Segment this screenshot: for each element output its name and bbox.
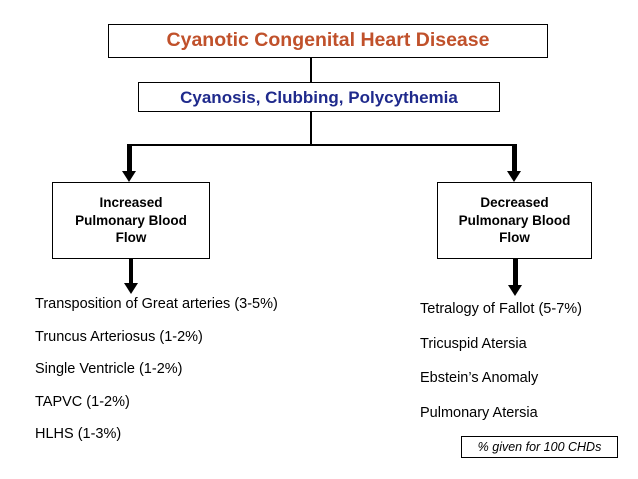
decreased-line-3: Flow bbox=[499, 230, 530, 246]
clinical-signs-box: Cyanosis, Clubbing, Polycythemia bbox=[138, 82, 500, 112]
arrow-head-to-left-list bbox=[123, 283, 138, 294]
arrow-shaft-to-left-list bbox=[128, 259, 133, 284]
title-box: Cyanotic Congenital Heart Disease bbox=[108, 24, 548, 58]
increased-line-2: Pulmonary Blood bbox=[75, 212, 187, 228]
arrow-shaft-to-increased bbox=[127, 144, 132, 172]
list-item: Tricuspid Atersia bbox=[420, 335, 527, 352]
list-item: Single Ventricle (1-2%) bbox=[35, 361, 183, 377]
increased-line-3: Flow bbox=[115, 230, 147, 246]
decreased-box-label: Decreased Pulmonary Blood Flow bbox=[455, 194, 575, 247]
list-item: Pulmonary Atersia bbox=[420, 404, 538, 421]
connector-signs-stem bbox=[310, 112, 312, 145]
list-item: TAPVC (1-2%) bbox=[35, 393, 130, 410]
page-title: Cyanotic Congenital Heart Disease bbox=[166, 29, 490, 52]
connector-title-to-signs bbox=[310, 57, 312, 83]
decreased-pulmonary-blood-flow-box: Decreased Pulmonary Blood Flow bbox=[437, 182, 592, 259]
decreased-flow-condition-list: Tetralogy of Fallot (5-7%) Tricuspid Ate… bbox=[420, 302, 630, 440]
increased-flow-condition-list: Transposition of Great arteries (3-5%) T… bbox=[35, 297, 335, 460]
increased-box-label: Increased Pulmonary Blood Flow bbox=[71, 194, 191, 247]
list-item: Truncus Arteriosus (1-2%) bbox=[35, 328, 203, 345]
increased-line-1: Increased bbox=[99, 194, 163, 210]
footnote-box: % given for 100 CHDs bbox=[461, 436, 618, 458]
decreased-line-1: Decreased bbox=[480, 194, 549, 210]
clinical-signs-label: Cyanosis, Clubbing, Polycythemia bbox=[180, 87, 458, 107]
arrow-shaft-to-decreased bbox=[512, 144, 517, 172]
arrow-head-to-decreased bbox=[507, 171, 522, 182]
list-item: HLHS (1-3%) bbox=[35, 426, 122, 442]
decreased-line-2: Pulmonary Blood bbox=[458, 212, 571, 228]
arrow-head-to-increased bbox=[122, 171, 137, 182]
connector-split-bar bbox=[130, 143, 515, 146]
arrow-shaft-to-right-list bbox=[513, 259, 518, 286]
footnote-label: % given for 100 CHDs bbox=[477, 439, 602, 454]
arrow-head-to-right-list bbox=[508, 285, 523, 296]
list-item: Transposition of Great arteries (3-5%) bbox=[35, 296, 278, 312]
increased-pulmonary-blood-flow-box: Increased Pulmonary Blood Flow bbox=[52, 182, 210, 259]
list-item: Tetralogy of Fallot (5-7%) bbox=[420, 301, 582, 317]
list-item: Ebstein’s Anomaly bbox=[420, 370, 539, 386]
